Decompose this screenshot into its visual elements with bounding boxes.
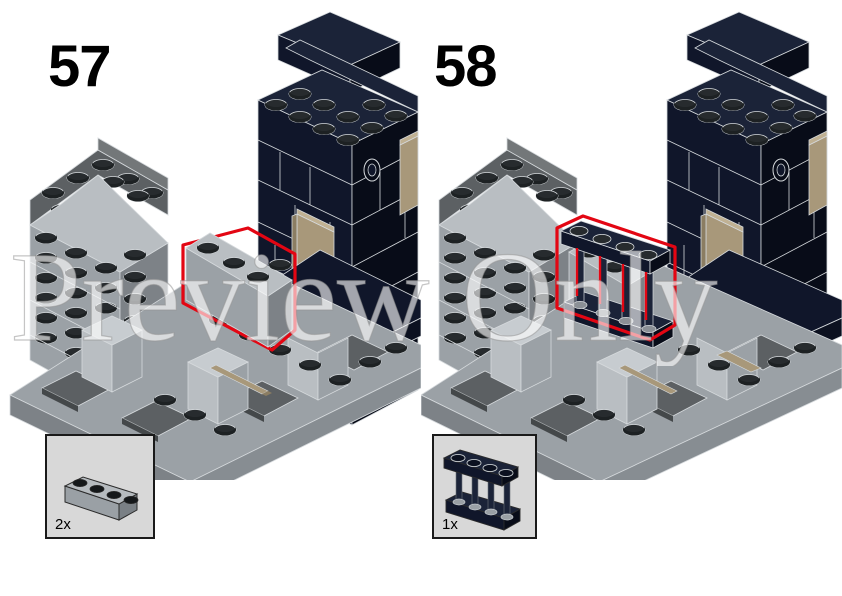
round-window-detail (363, 158, 381, 182)
build-illustration-58 (421, 0, 842, 480)
parts-callout-58: 1x (432, 434, 537, 539)
tan-accent-strip (618, 350, 762, 395)
tan-panel-side (399, 130, 419, 216)
round-window-detail (772, 158, 790, 182)
parts-callout-57: 2x (45, 434, 155, 539)
part-image-fence-1x4x1 (442, 449, 522, 531)
part-quantity: 2x (55, 516, 71, 533)
model-render-58 (421, 11, 842, 480)
build-illustration-57 (0, 0, 421, 480)
step-number: 58 (434, 34, 498, 99)
step-panel-57: 57 (0, 0, 421, 539)
tan-accent-strip (209, 364, 272, 396)
part-quantity: 1x (442, 516, 458, 533)
new-brick-57 (185, 232, 293, 348)
part-image-brick-1x4 (63, 476, 139, 521)
model-render-57 (9, 11, 421, 480)
red-highlight-57 (181, 226, 297, 352)
tan-panel-side (808, 130, 828, 216)
terrace-base (421, 249, 842, 480)
step-number: 57 (48, 34, 112, 99)
step-panel-58: 58 (421, 0, 842, 596)
red-highlight-58 (555, 214, 677, 342)
